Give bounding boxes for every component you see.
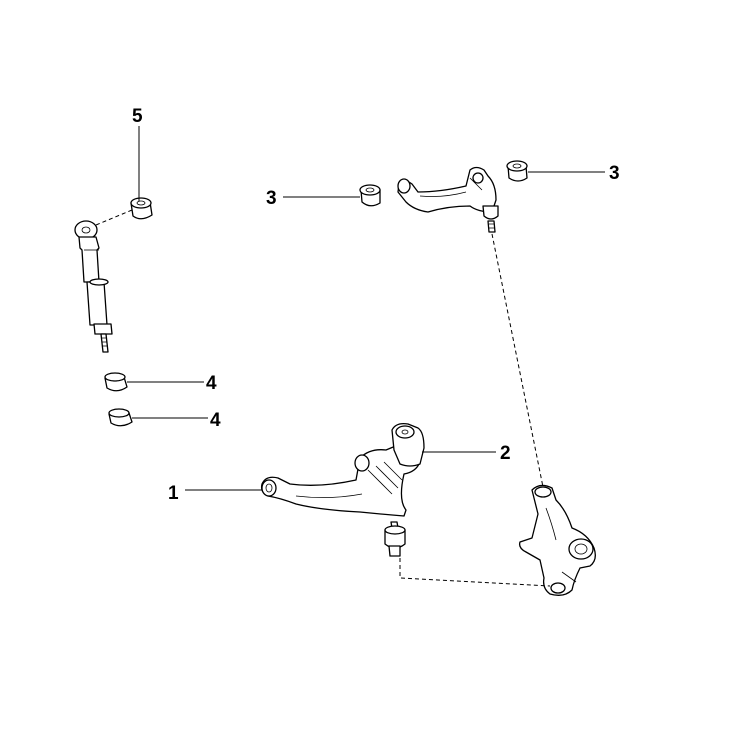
shock-absorber — [74, 220, 113, 353]
callout-4-upper: 4 — [206, 373, 217, 394]
callout-5: 5 — [132, 106, 143, 127]
lower-ball-joint — [384, 521, 406, 557]
shock-bushing-dash — [95, 209, 133, 226]
upper-bushing-left — [359, 184, 381, 207]
upper-control-arm — [397, 166, 499, 233]
lower-control-arm — [260, 422, 425, 517]
bump-stop-upper — [104, 372, 128, 392]
callout-3-right: 3 — [609, 163, 620, 184]
shock-bushing — [130, 197, 153, 220]
callout-3-left: 3 — [266, 188, 277, 209]
callout-1: 1 — [168, 483, 179, 504]
upper-bushing-right — [506, 160, 528, 182]
steering-knuckle — [518, 484, 596, 596]
callout-4-lower: 4 — [210, 410, 221, 431]
callout-2: 2 — [500, 443, 511, 464]
bump-stop-lower — [108, 408, 133, 427]
upper-arm-to-knuckle-dash — [491, 233, 544, 488]
ball-joint-to-knuckle-dash — [399, 558, 551, 587]
